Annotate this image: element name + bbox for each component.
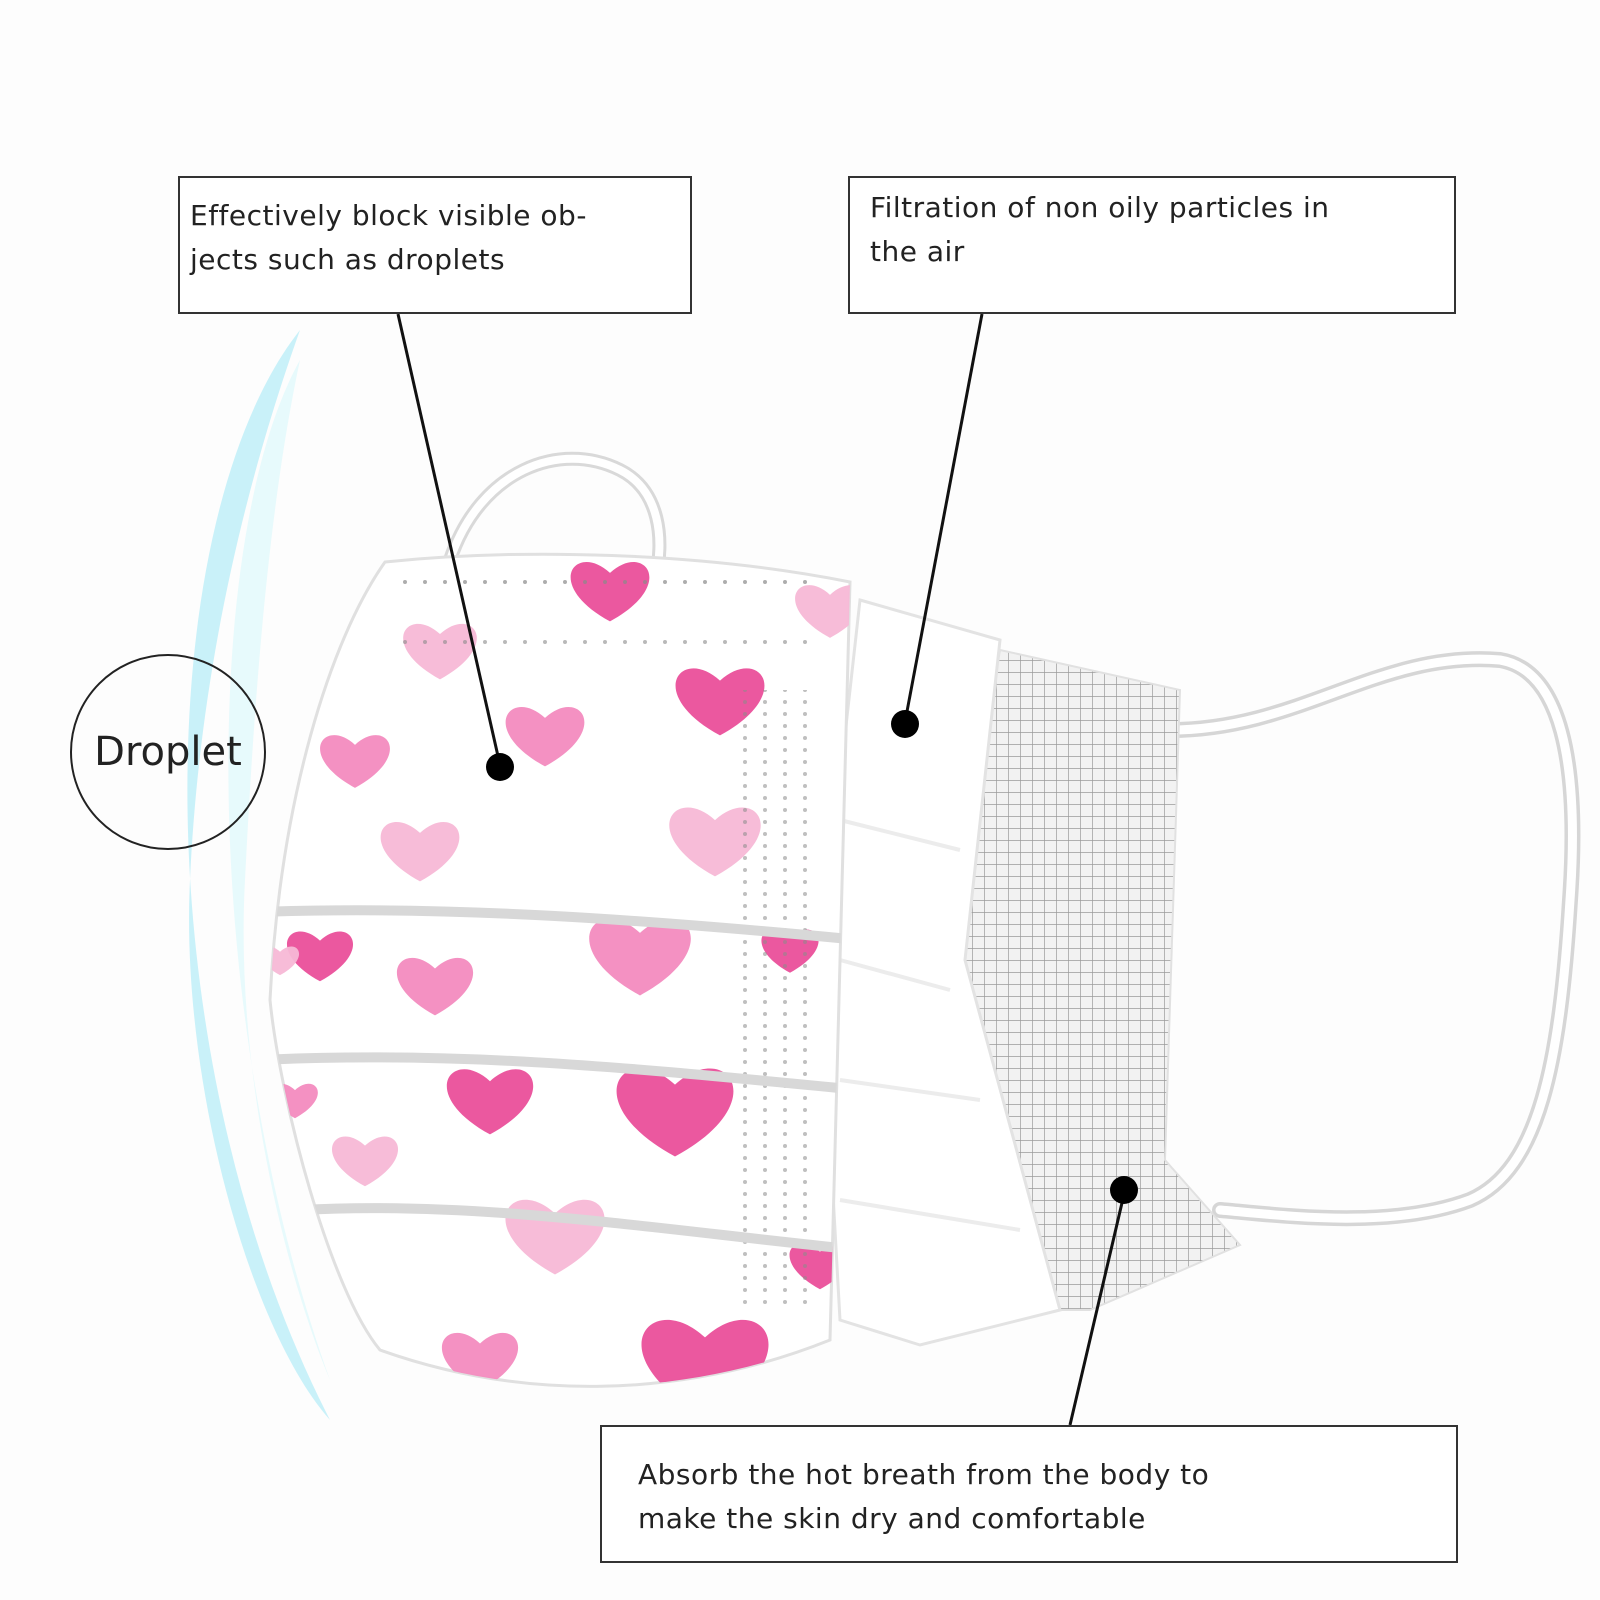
pointer-dot-absorb <box>1110 1176 1138 1204</box>
heart-pattern-icon <box>331 1136 399 1187</box>
heart-pattern-icon <box>320 735 390 788</box>
callout-text: make the skin dry and comfortable <box>638 1502 1146 1535</box>
callout-text: Effectively block visible ob- <box>190 199 587 232</box>
callout-text: Absorb the hot breath from the body to <box>638 1458 1210 1491</box>
heart-pattern-icon <box>616 1068 734 1157</box>
callout-block-droplets: Effectively block visible ob- jects such… <box>178 176 692 314</box>
callout-absorb: Absorb the hot breath from the body to m… <box>600 1425 1458 1563</box>
pointer-dot-filtration <box>891 710 919 738</box>
droplet-spray-glow <box>187 330 330 1420</box>
heart-pattern-icon <box>669 807 761 877</box>
leader-line-filtration <box>903 313 984 723</box>
callout-text: the air <box>870 235 965 268</box>
heart-pattern-icon <box>641 1319 769 1387</box>
heart-pattern-icon <box>380 822 460 882</box>
droplet-label: Droplet <box>94 729 242 775</box>
outer-printed-layer <box>268 552 852 1388</box>
callout-text: Filtration of non oily particles in <box>870 191 1330 224</box>
heart-pattern-icon <box>505 707 585 767</box>
heart-pattern-icon <box>286 931 354 982</box>
heart-pattern-icon <box>396 957 474 1016</box>
pointer-dot-droplets <box>486 753 514 781</box>
droplet-label-circle: Droplet <box>70 654 266 850</box>
heart-pattern-icon <box>570 562 650 622</box>
callout-text: jects such as droplets <box>190 243 506 276</box>
leader-line-absorb <box>1068 1189 1127 1426</box>
heart-pattern-icon <box>446 1069 534 1135</box>
callout-filtration: Filtration of non oily particles in the … <box>848 176 1456 314</box>
ear-loop-right <box>1162 651 1581 1227</box>
heart-pattern-icon <box>795 585 850 638</box>
droplet-spray-glow-inner <box>228 360 330 1380</box>
heart-pattern-icon <box>589 918 691 996</box>
inner-mesh-layer <box>950 650 1240 1310</box>
leader-line-droplets <box>396 313 502 766</box>
